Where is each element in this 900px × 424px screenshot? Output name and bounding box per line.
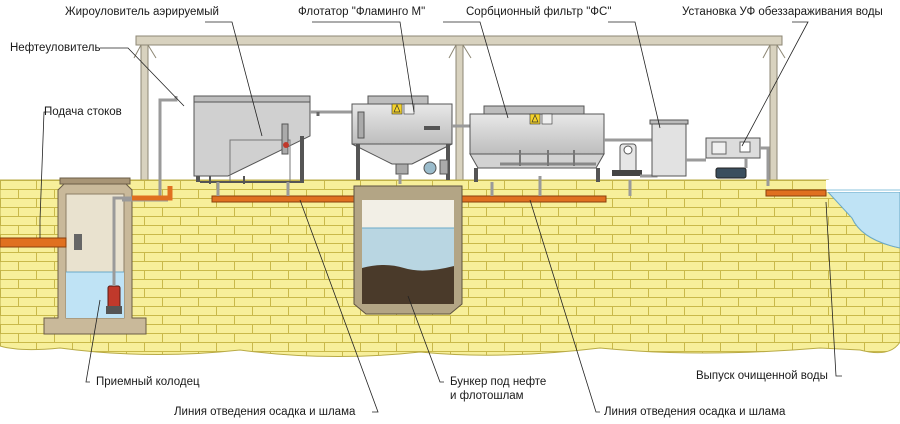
label-bunker-2: и флотошлам bbox=[450, 390, 524, 402]
label-fat-separator: Жироуловитель аэрируемый bbox=[65, 6, 219, 18]
label-uv-unit: Установка УФ обеззараживания воды bbox=[682, 6, 883, 18]
label-sludge-line-left: Линия отведения осадка и шлама bbox=[174, 406, 356, 418]
canopy-frame bbox=[133, 35, 786, 186]
label-receiving-well: Приемный колодец bbox=[96, 376, 200, 388]
filter-pump bbox=[604, 138, 658, 178]
inlet-pipe bbox=[0, 237, 67, 248]
flotator bbox=[351, 95, 453, 180]
sorption-filter bbox=[469, 105, 605, 182]
label-sorption-filter: Сорбционный фильтр "ФС" bbox=[466, 6, 612, 18]
label-inflow: Подача стоков bbox=[44, 106, 122, 118]
bunker bbox=[353, 185, 463, 315]
label-outlet: Выпуск очищенной воды bbox=[696, 370, 828, 382]
label-oil-separator: Нефтеуловитель bbox=[10, 42, 101, 54]
leader-lines bbox=[39, 21, 842, 413]
label-bunker-1: Бункер под нефте bbox=[450, 376, 547, 388]
label-sludge-line-right: Линия отведения осадка и шлама bbox=[604, 406, 786, 418]
clean-water-tank bbox=[649, 119, 706, 177]
oil-separator bbox=[193, 95, 311, 184]
pump-icon bbox=[106, 200, 122, 314]
warning-sign-icon bbox=[391, 103, 403, 115]
drain-pipes bbox=[216, 174, 632, 196]
warning-sign-icon bbox=[529, 113, 541, 125]
uv-unit bbox=[705, 137, 770, 186]
label-flotator: Флотатор "Фламинго М" bbox=[298, 6, 426, 18]
